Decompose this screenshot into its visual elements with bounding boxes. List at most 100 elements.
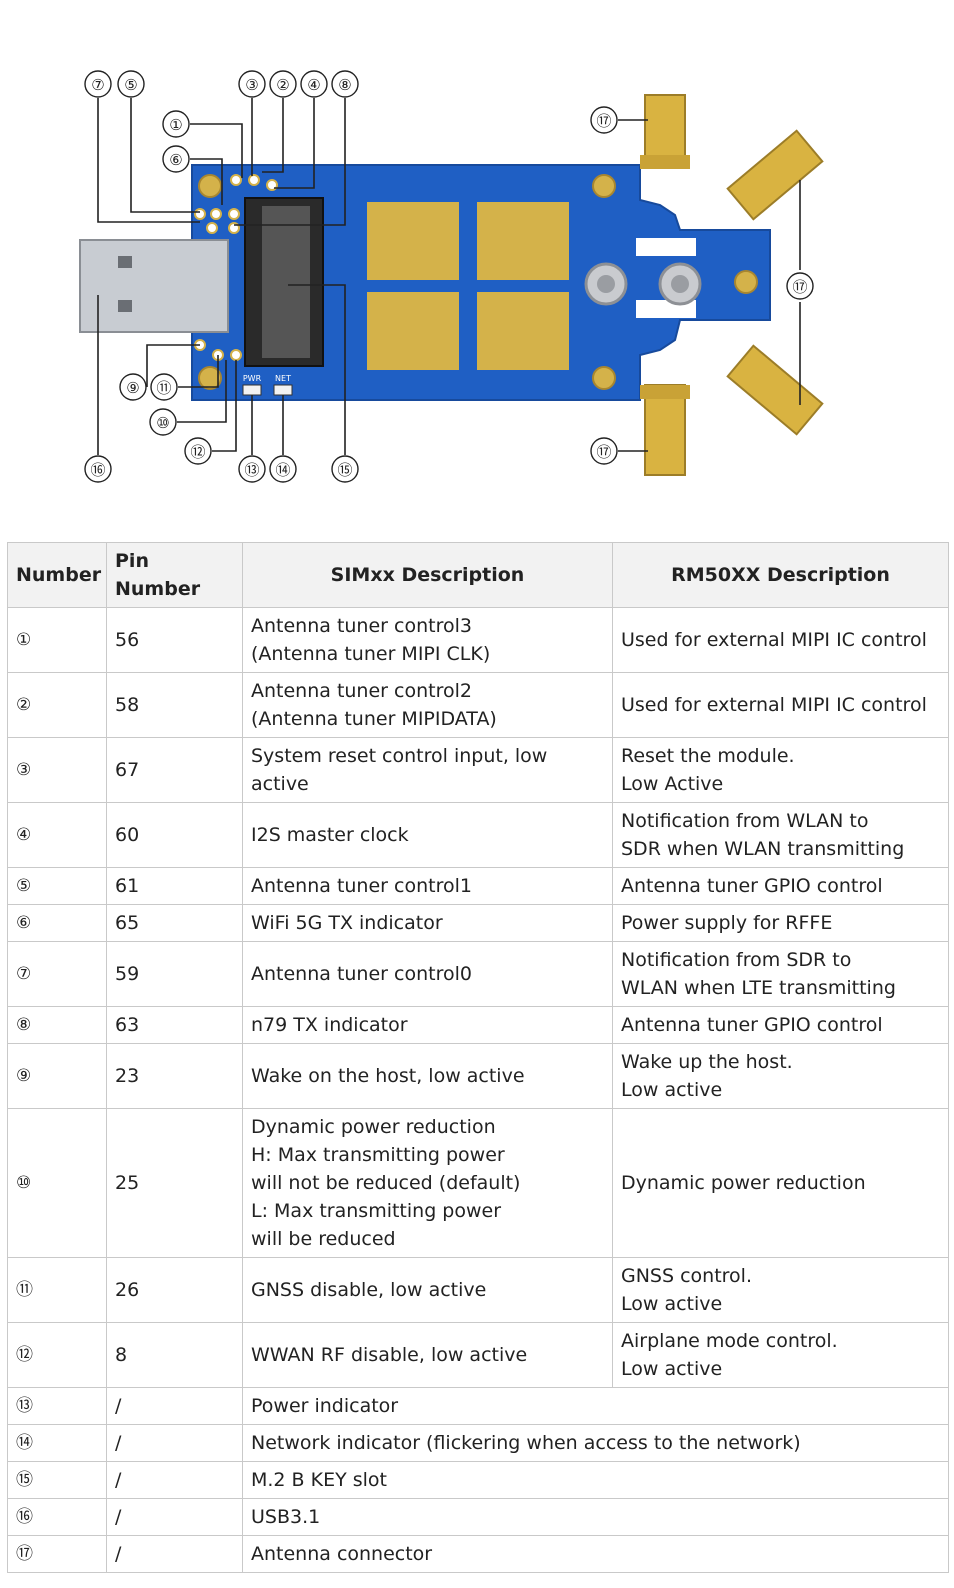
table-header-row: Number Pin Number SIMxx Description RM50… — [7, 542, 949, 608]
svg-text:④: ④ — [307, 76, 320, 94]
rm50xx-description-cell: Notification from SDR to WLAN when LTE t… — [612, 941, 949, 1007]
gold-pad — [367, 292, 459, 370]
table-row: ⑮/M.2 B KEY slot — [7, 1461, 949, 1499]
callout-17-bottom: ⑰ — [590, 437, 618, 465]
svg-text:⑰: ⑰ — [596, 443, 611, 461]
net-label: NET — [275, 374, 291, 383]
row-number-cell: ⑨ — [7, 1043, 107, 1109]
table-row: ⑭/Network indicator (flickering when acc… — [7, 1424, 949, 1462]
pin-description-table: Number Pin Number SIMxx Description RM50… — [7, 542, 949, 1573]
callout-12: ⑫ — [184, 437, 212, 465]
simxx-description-cell: Antenna tuner control1 — [242, 867, 613, 905]
simxx-description-cell: Antenna tuner control3 (Antenna tuner MI… — [242, 607, 613, 673]
svg-text:⑫: ⑫ — [190, 443, 205, 461]
table-row: ⑯/USB3.1 — [7, 1498, 949, 1536]
description-cell: Network indicator (flickering when acces… — [242, 1424, 949, 1462]
pin-number-cell: 26 — [106, 1257, 243, 1323]
rm50xx-description-cell: Airplane mode control. Low active — [612, 1322, 949, 1388]
pin-number-cell: 65 — [106, 904, 243, 942]
simxx-description-cell: GNSS disable, low active — [242, 1257, 613, 1323]
callout-3: ③ — [238, 70, 266, 98]
row-number-cell: ⑩ — [7, 1108, 107, 1258]
row-number-cell: ④ — [7, 802, 107, 868]
callout-17-right: ⑰ — [786, 272, 814, 300]
svg-text:⑬: ⑬ — [244, 461, 259, 479]
callout-1: ① — [162, 110, 190, 138]
row-number-cell: ⑫ — [7, 1322, 107, 1388]
svg-text:⑤: ⑤ — [124, 76, 137, 94]
callout-9: ⑨ — [119, 373, 147, 401]
svg-text:⑪: ⑪ — [156, 379, 171, 397]
pin-number-cell: 56 — [106, 607, 243, 673]
pin-number-cell: / — [106, 1498, 243, 1536]
description-cell: USB3.1 — [242, 1498, 949, 1536]
gold-pad — [477, 202, 569, 280]
pin-number-cell: / — [106, 1535, 243, 1573]
rm50xx-description-cell: Notification from WLAN to SDR when WLAN … — [612, 802, 949, 868]
rm50xx-description-cell: Wake up the host. Low active — [612, 1043, 949, 1109]
pin-number-cell: 23 — [106, 1043, 243, 1109]
callout-7: ⑦ — [84, 70, 112, 98]
rm50xx-description-cell: Antenna tuner GPIO control — [612, 1006, 949, 1044]
table-row: ⑬/Power indicator — [7, 1387, 949, 1425]
pin-number-cell: 67 — [106, 737, 243, 803]
header-number: Number — [7, 542, 107, 608]
callout-17-top: ⑰ — [590, 106, 618, 134]
pwr-label: PWR — [243, 374, 262, 383]
pwr-led — [242, 384, 262, 396]
rm50xx-description-cell: GNSS control. Low active — [612, 1257, 949, 1323]
row-number-cell: ⑰ — [7, 1535, 107, 1573]
pin-number-cell: 61 — [106, 867, 243, 905]
svg-text:⑰: ⑰ — [792, 278, 807, 296]
rm50xx-description-cell: Used for external MIPI IC control — [612, 672, 949, 738]
svg-text:⑨: ⑨ — [126, 379, 139, 397]
table-row: ⑰/Antenna connector — [7, 1535, 949, 1573]
callout-10: ⑩ — [149, 408, 177, 436]
callout-13: ⑬ — [238, 455, 266, 483]
callout-6: ⑥ — [162, 145, 190, 173]
description-cell: Power indicator — [242, 1387, 949, 1425]
simxx-description-cell: System reset control input, low active — [242, 737, 613, 803]
gold-pad — [367, 202, 459, 280]
mounting-hole — [592, 174, 616, 198]
pin-number-cell: / — [106, 1424, 243, 1462]
callout-5: ⑤ — [117, 70, 145, 98]
board-diagram: PWR NET ⑦ ⑤ ③ ② ④ ⑧ ① ⑥ ⑨ — [79, 70, 824, 483]
callout-15: ⑮ — [331, 455, 359, 483]
row-number-cell: ⑦ — [7, 941, 107, 1007]
mounting-hole — [198, 174, 222, 198]
row-number-cell: ⑤ — [7, 867, 107, 905]
header-pin-number: Pin Number — [106, 542, 243, 608]
pcb-cutout — [636, 238, 696, 256]
callout-2: ② — [269, 70, 297, 98]
pin-number-cell: 58 — [106, 672, 243, 738]
description-cell: Antenna connector — [242, 1535, 949, 1573]
svg-text:⑦: ⑦ — [91, 76, 104, 94]
callout-14: ⑭ — [269, 455, 297, 483]
mounting-hole — [198, 366, 222, 390]
svg-text:⑯: ⑯ — [90, 461, 105, 479]
simxx-description-cell: n79 TX indicator — [242, 1006, 613, 1044]
mounting-hole — [734, 270, 758, 294]
callout-4: ④ — [300, 70, 328, 98]
rm50xx-description-cell: Used for external MIPI IC control — [612, 607, 949, 673]
usb-connector — [79, 239, 229, 333]
simxx-description-cell: I2S master clock — [242, 802, 613, 868]
row-number-cell: ③ — [7, 737, 107, 803]
header-simxx-description: SIMxx Description — [242, 542, 613, 608]
simxx-description-cell: WiFi 5G TX indicator — [242, 904, 613, 942]
antenna-connector — [640, 94, 824, 476]
simxx-description-cell: WWAN RF disable, low active — [242, 1322, 613, 1388]
svg-text:⑮: ⑮ — [337, 461, 352, 479]
row-number-cell: ⑮ — [7, 1461, 107, 1499]
standoff — [597, 275, 615, 293]
svg-text:⑭: ⑭ — [275, 461, 290, 479]
